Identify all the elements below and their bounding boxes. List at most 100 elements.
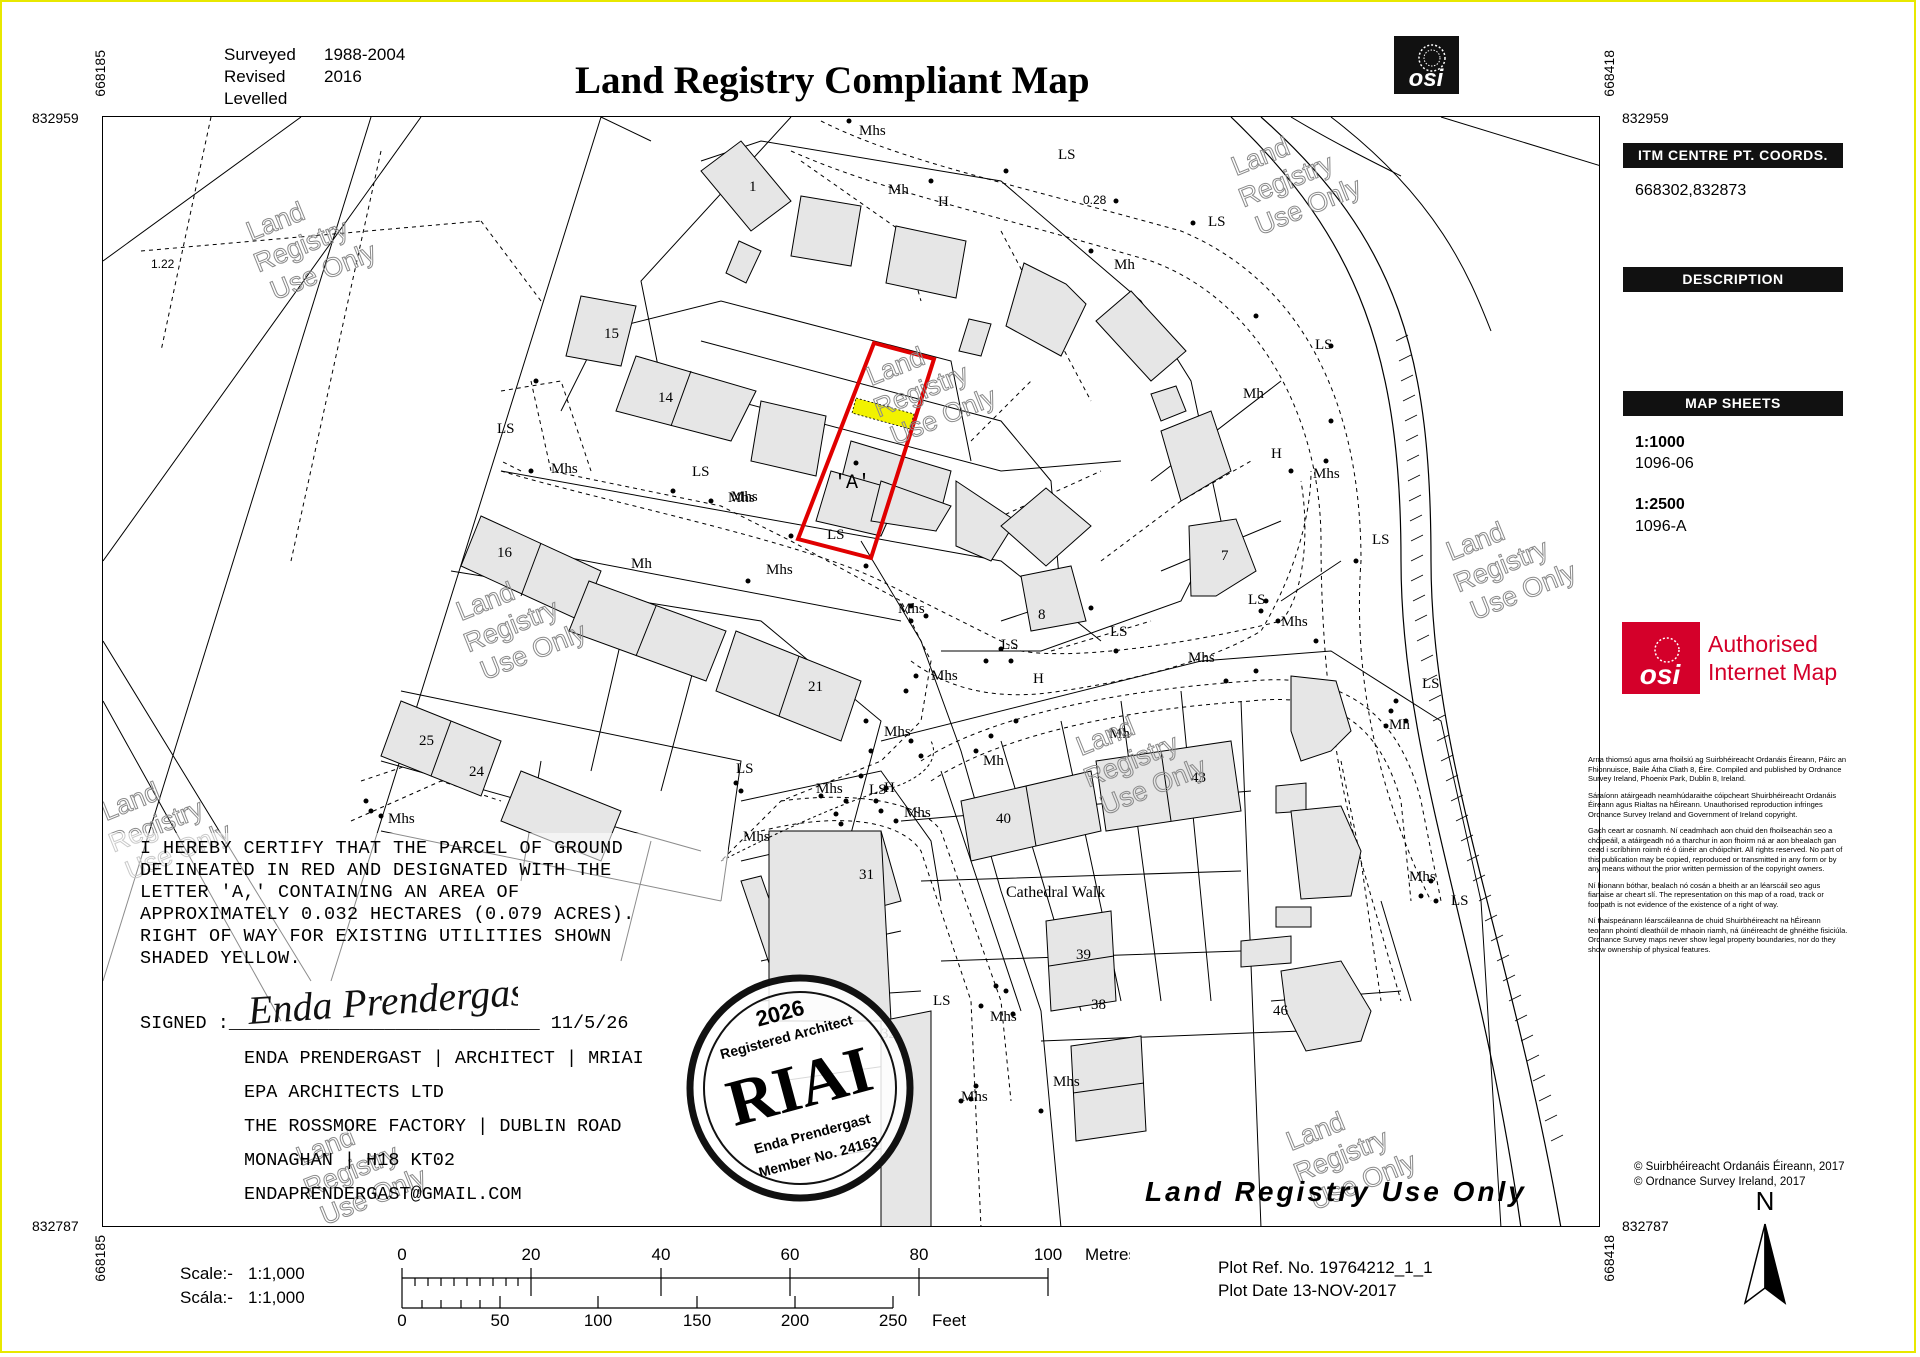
coord-east-top: 668418	[1601, 50, 1617, 97]
svg-text:7: 7	[1221, 548, 1229, 564]
svg-text:25: 25	[419, 733, 434, 749]
svg-text:H: H	[1033, 671, 1044, 687]
plot-reference: Plot Ref. No. 19764212_1_1 Plot Date 13-…	[1218, 1256, 1433, 1302]
svg-text:Mhs: Mhs	[728, 490, 755, 506]
scale-label: Scale:-	[180, 1264, 233, 1283]
house-number: 1	[749, 179, 757, 195]
svg-text:Mh: Mh	[631, 556, 652, 572]
svg-text:0.28: 0.28	[1083, 193, 1107, 207]
north-arrow: N	[1740, 1186, 1790, 1313]
scala-label: Scála:-	[180, 1288, 233, 1307]
svg-text:LS: LS	[1058, 147, 1076, 163]
svg-text:Mh: Mh	[1114, 257, 1135, 273]
legal-paragraph: Ní hionann bóthar, bealach nó cosán a bh…	[1588, 880, 1824, 909]
signature-text: Enda Prendergast	[248, 968, 518, 1033]
svg-text:LS: LS	[1248, 592, 1266, 608]
svg-text:LS: LS	[1001, 637, 1019, 653]
scala-value: 1:1,000	[248, 1288, 305, 1307]
surveyed-value: 1988-2004	[324, 45, 406, 64]
itm-header: ITM CENTRE PT. COORDS.	[1623, 143, 1843, 168]
copyright-line-1: © Suirbhéireacht Ordanáis Éireann, 2017	[1634, 1161, 1845, 1173]
coord-east-bottom: 668418	[1601, 1235, 1617, 1282]
metres-tick: 0	[397, 1245, 406, 1264]
svg-text:Mhs: Mhs	[766, 562, 793, 578]
coord-north-left: 832959	[32, 110, 79, 126]
certificate-text: I HEREBY CERTIFY THAT THE PARCEL OF GROU…	[140, 838, 635, 969]
coord-north-right: 832959	[1622, 110, 1669, 126]
svg-text:LS: LS	[692, 464, 710, 480]
svg-text:Mhs: Mhs	[904, 805, 931, 821]
sheet-1: 1096-06	[1635, 455, 1694, 472]
svg-text:LS: LS	[933, 993, 951, 1009]
description-header: DESCRIPTION	[1623, 267, 1843, 292]
feet-tick: 50	[491, 1311, 510, 1328]
metres-tick: 100	[1034, 1245, 1062, 1264]
coord-south-right: 832787	[1622, 1218, 1669, 1234]
svg-text:Mhs: Mhs	[816, 781, 843, 797]
svg-text:38: 38	[1091, 997, 1106, 1013]
sheet-scale-2: 1:2500	[1635, 496, 1685, 513]
svg-text:H: H	[884, 780, 895, 796]
sheet-scale-1: 1:1000	[1635, 434, 1685, 451]
svg-text:Mhs: Mhs	[1409, 869, 1436, 885]
plot-ref-number: Plot Ref. No. 19764212_1_1	[1218, 1258, 1433, 1277]
legal-paragraph: Gach ceart ar cosnamh. Ní ceadmhach aon …	[1588, 826, 1843, 873]
levelled-label: Levelled	[224, 89, 288, 108]
svg-text:1.22: 1.22	[151, 257, 175, 271]
svg-text:Mhs: Mhs	[388, 811, 415, 827]
osi-logo: osi	[1394, 36, 1459, 94]
svg-text:Mh: Mh	[983, 753, 1004, 769]
architect-details: ENDA PRENDERGAST | ARCHITECT | MRIAI EPA…	[244, 1048, 644, 1205]
svg-text:'A': 'A'	[834, 472, 870, 495]
surveyed-label: Surveyed	[224, 45, 296, 64]
plot-date: Plot Date 13-NOV-2017	[1218, 1281, 1397, 1300]
osi-logo-text: osi	[1409, 65, 1445, 92]
svg-text:Mhs: Mhs	[1313, 466, 1340, 482]
coord-west-bottom: 668185	[92, 1235, 108, 1282]
signed-label: SIGNED :	[140, 1013, 229, 1034]
svg-text:Mhs: Mhs	[731, 489, 758, 505]
feet-label: Feet	[932, 1311, 966, 1328]
north-label: N	[1756, 1188, 1775, 1216]
scale-bar: 0 20 40 60 80 100 Metres 0 50 100 150 20…	[390, 1238, 1137, 1333]
feet-tick: 0	[397, 1311, 406, 1328]
svg-text:14: 14	[658, 390, 674, 406]
svg-text:Mhs: Mhs	[884, 724, 911, 740]
svg-text:Mhs: Mhs	[1281, 614, 1308, 630]
svg-text:Mhs: Mhs	[551, 461, 578, 477]
copyright-line-2: © Ordnance Survey Ireland, 2017	[1634, 1176, 1806, 1188]
svg-text:31: 31	[859, 867, 874, 883]
svg-text:LS: LS	[869, 782, 887, 798]
svg-text:H: H	[1271, 446, 1282, 462]
sheet-2: 1096-A	[1635, 518, 1687, 535]
svg-text:LS: LS	[1110, 624, 1128, 640]
metres-tick: 40	[652, 1245, 671, 1264]
svg-text:Mhs: Mhs	[1188, 650, 1215, 666]
svg-text:Mh: Mh	[1109, 726, 1130, 742]
svg-text:Mh: Mh	[888, 182, 909, 198]
signed-date: 11/5/26	[550, 1013, 629, 1034]
metres-tick: 20	[522, 1245, 541, 1264]
feet-tick: 150	[683, 1311, 711, 1328]
riai-stamp: 2026 Registered Architect RIAI Enda Pren…	[680, 968, 920, 1213]
svg-text:Mhs: Mhs	[961, 1089, 988, 1105]
svg-text:H: H	[938, 194, 949, 210]
auth-line-2: Internet Map	[1708, 659, 1837, 685]
legal-notice: Arna thiomsú agus arna fhoilsiú ag Suirb…	[1588, 755, 1848, 961]
svg-text:39: 39	[1076, 947, 1091, 963]
signature: Enda Prendergast	[246, 965, 540, 1040]
svg-text:Mhs: Mhs	[898, 601, 925, 617]
metres-tick: 60	[781, 1245, 800, 1264]
legal-paragraph: Sáraíonn atáirgeadh neamhúdaraithe cóipc…	[1588, 790, 1837, 819]
svg-text:21: 21	[808, 679, 823, 695]
svg-text:46: 46	[1273, 1003, 1289, 1019]
scale-block: Scale:-1:1,000 Scála:-1:1,000	[180, 1262, 305, 1310]
feet-tick: 250	[879, 1311, 907, 1328]
authorised-internet-map-logo: osi Authorised Internet Map	[1622, 622, 1847, 694]
itm-value: 668302,832873	[1635, 182, 1747, 199]
svg-text:LS: LS	[736, 761, 754, 777]
svg-text:Mh: Mh	[1389, 717, 1410, 733]
svg-text:LS: LS	[827, 527, 845, 543]
